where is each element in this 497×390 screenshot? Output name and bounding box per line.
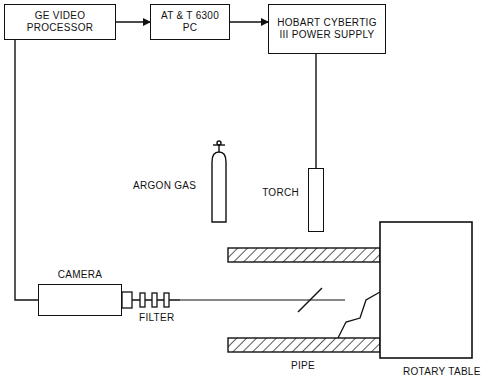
node-label: HOBART CYBERTIG III POWER SUPPLY [274, 17, 380, 41]
camera-box: CAMERA [38, 284, 122, 316]
filter-lenses [122, 292, 180, 308]
process-box: GE VIDEO PROCESSOR [4, 4, 116, 40]
process-box: AT & T 6300 PC [150, 4, 230, 40]
part-label: ROTARY TABLE [402, 366, 482, 377]
gas-cylinder [212, 141, 226, 222]
connector [230, 21, 268, 22]
connector [315, 54, 316, 168]
process-box: HOBART CYBERTIG III POWER SUPPLY [268, 4, 386, 54]
torch-body: TORCH [308, 168, 324, 232]
node-label: TORCH [262, 187, 299, 199]
node-label: GE VIDEO PROCESSOR [10, 10, 110, 34]
part-label: ARGON GAS [132, 180, 197, 191]
node-label: AT & T 6300 PC [156, 10, 224, 34]
connector [116, 21, 150, 22]
rotary-table [380, 222, 472, 358]
pipe-section [180, 248, 380, 352]
connector [15, 40, 38, 300]
part-label: PIPE [290, 360, 316, 371]
node-label: CAMERA [58, 269, 103, 281]
part-label: FILTER [138, 312, 176, 323]
